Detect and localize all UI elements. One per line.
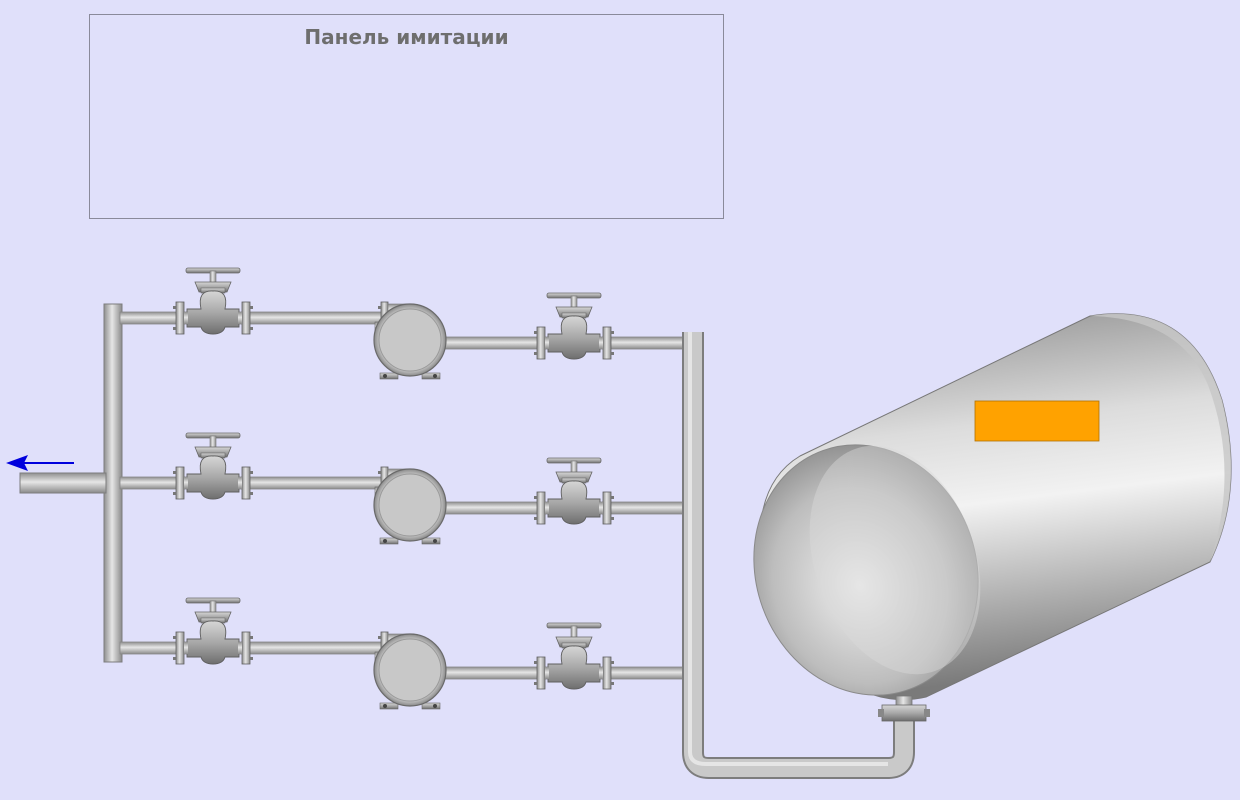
- tank-nozzle: [878, 695, 930, 722]
- horizontal-tank-icon: [753, 313, 1232, 701]
- branch-pipe-3-suction: [119, 641, 383, 655]
- pump-1[interactable]: [373, 301, 447, 380]
- left-header-pipe: [103, 303, 123, 663]
- arrow-left-icon: [6, 455, 74, 471]
- pump-3[interactable]: [373, 631, 447, 710]
- branch-pipe-1-suction: [119, 311, 383, 325]
- pump-2[interactable]: [373, 466, 447, 545]
- branch-pipe-2-suction: [119, 476, 383, 490]
- tank-level-indicator[interactable]: [974, 400, 1100, 442]
- simulation-panel: Панель имитации: [89, 14, 724, 219]
- outlet-pipe: [19, 472, 107, 494]
- simulation-panel-title: Панель имитации: [304, 25, 509, 49]
